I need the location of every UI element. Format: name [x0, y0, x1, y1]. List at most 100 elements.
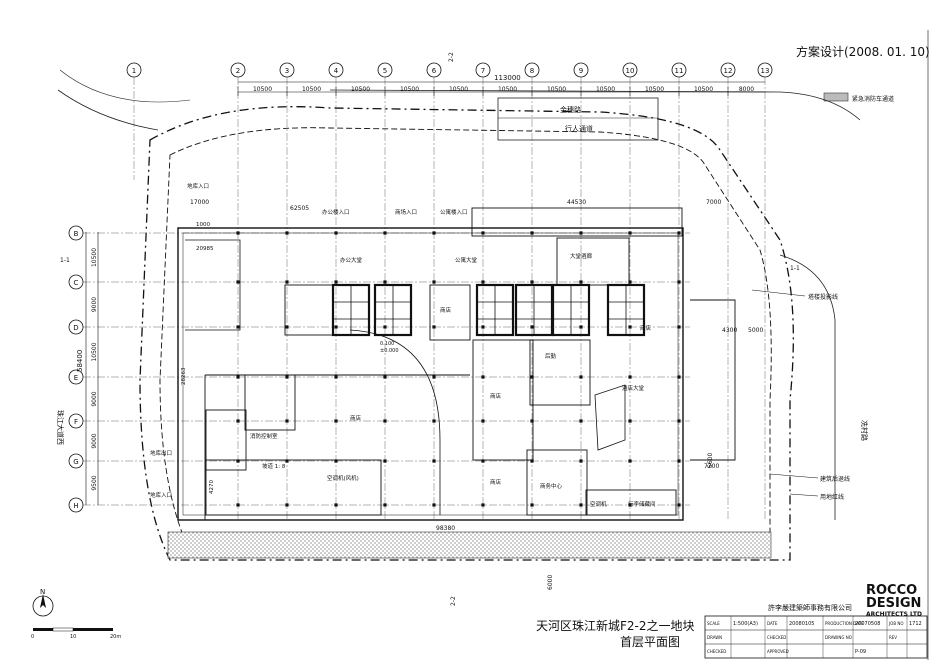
left-bay-dimension: 9000 — [91, 433, 98, 448]
label-hall: 公寓大堂 — [455, 256, 478, 264]
svg-text:44530: 44530 — [567, 199, 586, 206]
svg-text:5000: 5000 — [748, 327, 763, 334]
elevator-core — [514, 283, 554, 337]
section-mark: 1-1 — [60, 257, 70, 264]
top-bay-dimension: 10500 — [449, 86, 468, 93]
title-block-cell: PRODUCTION DATE — [825, 621, 864, 626]
structural-grid — [236, 231, 681, 507]
firm-logo: ROCCO DESIGN ARCHITECTS LTD — [866, 583, 922, 618]
svg-text:20985: 20985 — [196, 246, 214, 252]
grid-column-label: 4 — [334, 67, 339, 75]
road-north-label: 金穗路 — [560, 105, 581, 114]
grid-row-label: G — [73, 458, 78, 466]
label-mech: 空调机(风机) — [327, 474, 359, 482]
label-hall: 办公大堂 — [340, 256, 363, 264]
top-bay-dimension: 10500 — [596, 86, 615, 93]
left-bay-dimension: 10500 — [91, 248, 98, 267]
svg-text:0: 0 — [31, 634, 34, 640]
label-mech: 空调机 — [590, 500, 607, 508]
left-bay-dimension: 9000 — [91, 297, 98, 312]
grid-column-label: 11 — [675, 67, 684, 75]
title-block-cell: 1712 — [909, 621, 922, 627]
title-block-cell: DATE — [767, 621, 778, 626]
left-bay-dimension: 10500 — [91, 342, 98, 361]
label-red-line: 用地红线 — [820, 493, 844, 501]
grid-column-label: 8 — [530, 67, 534, 75]
title-block-cell: CHECKED — [707, 649, 726, 654]
left-dimension-chain: 58400 — [76, 232, 99, 505]
label-shop: 商店 — [490, 478, 502, 486]
label-shop: 商店 — [640, 324, 652, 332]
elevator-core — [331, 283, 371, 337]
legend-label: 紧急消防车通道 — [852, 95, 894, 103]
title-block-cell: DRAWN — [707, 635, 722, 640]
scale-bar: 0 10 20m — [31, 627, 121, 640]
grid-row-label: D — [73, 324, 78, 332]
label-hall: 酒店大堂 — [622, 384, 645, 392]
svg-text:N: N — [40, 588, 45, 596]
svg-text:ROCCO: ROCCO — [866, 583, 917, 598]
title-block-cell: 1:500(A3) — [733, 621, 758, 627]
grid-row-label: B — [74, 230, 79, 238]
grid-column-label: 3 — [285, 67, 289, 75]
setback-line — [159, 127, 772, 541]
svg-text:4270: 4270 — [209, 480, 215, 494]
label-elevation: 0.100 — [380, 341, 394, 347]
title-block: SCALE 1:500(A3) DATE 20080105 PRODUCTION DAT… — [704, 615, 928, 659]
grid-row-label: F — [74, 418, 78, 426]
site-curve — [59, 69, 191, 103]
svg-text:4300: 4300 — [722, 327, 737, 334]
elevator-cores — [331, 283, 646, 337]
top-bay-dimension: 10500 — [400, 86, 419, 93]
label-luggage: 行李储藏间 — [628, 500, 656, 508]
firm-name: 許李嚴建築師事務有限公司 — [768, 603, 852, 612]
grid-row-label: H — [73, 502, 78, 510]
svg-text:6000: 6000 — [547, 575, 554, 590]
elevator-core — [373, 283, 413, 337]
road-west-label: 珠江大道西 — [56, 410, 65, 445]
label-back-of-house: 后勤 — [545, 352, 557, 360]
top-bay-dimension: 10500 — [694, 86, 713, 93]
left-bay-dimension: 9500 — [91, 475, 98, 490]
title-block-cell: JOB NO — [888, 621, 903, 626]
north-arrow: N — [32, 588, 54, 617]
top-bay-dimension: 8000 — [739, 86, 754, 93]
left-dimension: 58400 — [76, 350, 84, 372]
grid-column-label: 9 — [579, 67, 583, 75]
grid-row-label: C — [74, 279, 79, 287]
svg-text:7000: 7000 — [706, 199, 721, 206]
interior-walls — [185, 237, 736, 520]
title-block-cell: APPROVED — [767, 649, 789, 654]
grid-column-label: 5 — [383, 67, 387, 75]
svg-text:ARCHITECTS LTD: ARCHITECTS LTD — [866, 611, 922, 618]
svg-text:5600: 5600 — [707, 453, 714, 468]
svg-text:DESIGN: DESIGN — [866, 596, 921, 611]
top-bay-dimension: 10500 — [547, 86, 566, 93]
top-bay-dimension: 10500 — [498, 86, 517, 93]
top-bay-dimension: 10500 — [253, 86, 272, 93]
road-north: 金穗路 行人通道 — [329, 89, 861, 141]
label-shop: 商店 — [350, 414, 362, 422]
title-block-cell: SCALE — [707, 621, 720, 626]
label-entrance: 地库入口 — [150, 491, 172, 499]
grid-column-label: 10 — [626, 67, 635, 75]
elevator-core — [551, 283, 591, 337]
top-dimension-chain: 113000 — [238, 74, 765, 93]
road-east: 冼村路 — [779, 254, 869, 520]
svg-text:17000: 17000 — [190, 199, 209, 206]
grid-column-label: 7 — [481, 67, 485, 75]
drawing-title: 首层平面图 — [620, 635, 680, 649]
section-mark: 2-2 — [450, 596, 457, 606]
label-apt-entry: 公寓楼入口 — [440, 208, 468, 216]
title-block-cell: DRAWING NO — [825, 635, 852, 640]
elevator-core — [606, 283, 646, 337]
grid-column-label: 13 — [761, 67, 770, 75]
grid-row-label: E — [74, 374, 78, 382]
label-tower-line: 塔楼投影线 — [808, 293, 838, 301]
section-mark: 1-1 — [790, 265, 800, 272]
title-block-cell: 20080105 — [789, 621, 814, 627]
title-block-cell: CHECKED — [767, 635, 786, 640]
